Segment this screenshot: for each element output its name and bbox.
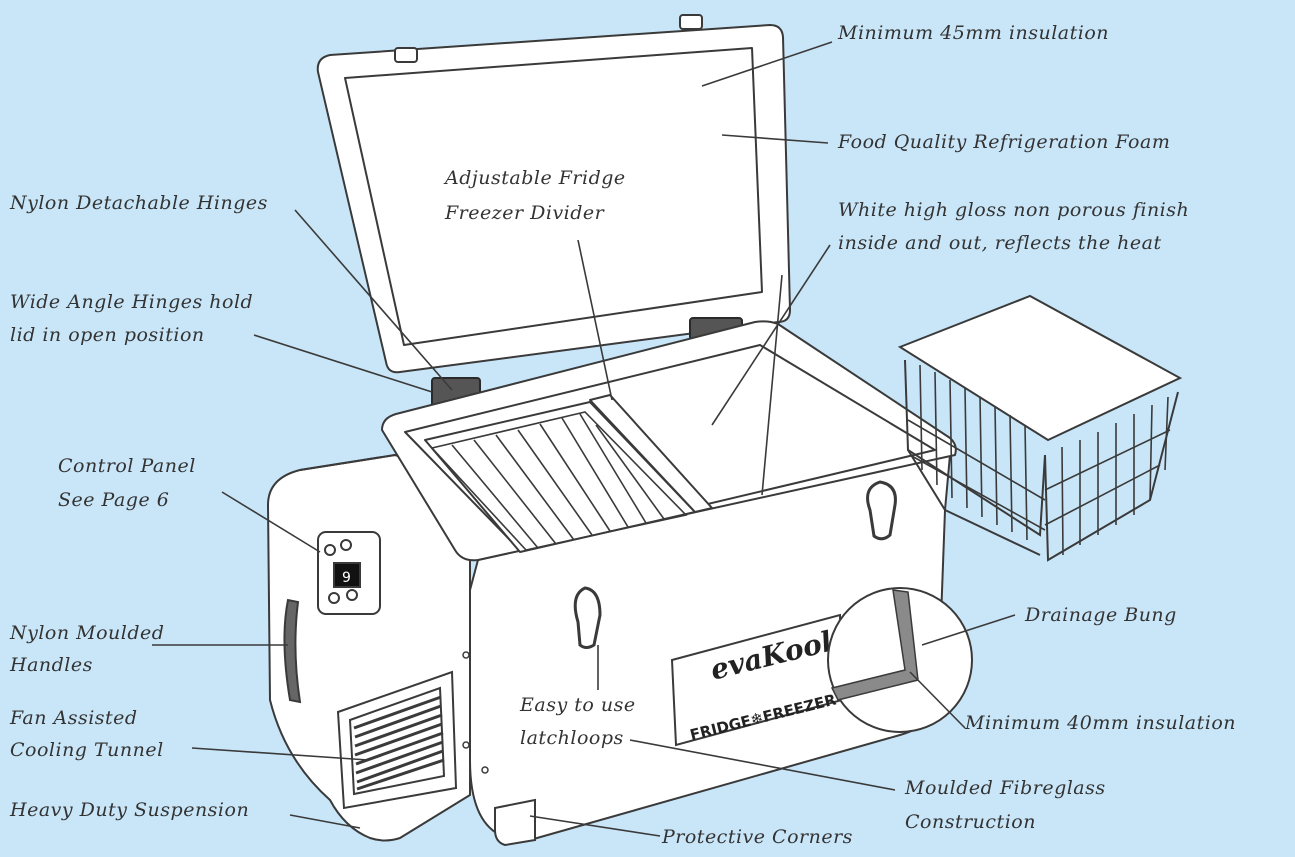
- label-latch-line2: latchloops: [520, 727, 624, 749]
- control-panel: [317, 531, 381, 615]
- label-divider-line2: Freezer Divider: [445, 202, 605, 224]
- label-control-see-page: See Page 6: [58, 489, 170, 511]
- label-latch-line1: Easy to use: [520, 694, 636, 716]
- leader-foam: [721, 134, 829, 144]
- leader-finish-2: [761, 274, 783, 496]
- leader-drainage: [921, 614, 1016, 646]
- insulation-zoom: [827, 587, 973, 733]
- label-handles-line2: Handles: [10, 654, 93, 676]
- leader-control: [221, 491, 321, 553]
- leader-fan: [191, 747, 369, 761]
- label-finish-line2: inside and out, reflects the heat: [838, 232, 1162, 254]
- label-handles-line1: Nylon Moulded: [10, 622, 165, 644]
- label-wide-angle-line2: lid in open position: [10, 324, 205, 346]
- fan-grille: [336, 670, 458, 810]
- label-insulation-40mm: Minimum 40mm insulation: [965, 712, 1236, 734]
- leader-suspension: [289, 814, 361, 829]
- body-rivets: [462, 651, 489, 774]
- leader-insulation-40: [909, 671, 966, 729]
- label-divider-line1: Adjustable Fridge: [445, 167, 626, 189]
- label-fan-line2: Cooling Tunnel: [10, 739, 164, 761]
- label-drainage-bung: Drainage Bung: [1025, 604, 1177, 626]
- protective-corner: [494, 798, 536, 847]
- leader-divider: [577, 239, 613, 401]
- label-wide-angle-line1: Wide Angle Hinges hold: [10, 291, 254, 313]
- label-fan-line1: Fan Assisted: [10, 707, 138, 729]
- leader-wide-angle: [253, 334, 433, 393]
- insulation-layer: [830, 589, 919, 701]
- leader-insulation-45: [701, 41, 833, 87]
- leader-fibreglass: [629, 739, 896, 791]
- label-finish-line1: White high gloss non porous finish: [838, 199, 1190, 221]
- leader-finish: [711, 244, 831, 426]
- fridge-body: [381, 320, 957, 841]
- leader-hinges: [294, 209, 453, 391]
- label-detachable-hinges: Nylon Detachable Hinges: [10, 192, 268, 214]
- control-display-digit: 9: [342, 570, 351, 586]
- side-handle: [283, 598, 302, 704]
- wire-basket: [897, 294, 1183, 562]
- label-fibreglass-line1: Moulded Fibreglass: [905, 777, 1106, 799]
- label-protective-corners: Protective Corners: [662, 826, 853, 848]
- leader-lines: [152, 41, 1016, 837]
- label-heavy-duty-suspension: Heavy Duty Suspension: [10, 799, 250, 821]
- leader-corners: [529, 815, 661, 837]
- fridge-basket: [430, 411, 688, 551]
- label-refrigeration-foam: Food Quality Refrigeration Foam: [838, 131, 1171, 153]
- label-fibreglass-line2: Construction: [905, 811, 1036, 833]
- label-insulation-45mm: Minimum 45mm insulation: [838, 22, 1109, 44]
- latch-loops: [573, 480, 897, 649]
- label-control-panel: Control Panel: [58, 455, 196, 477]
- fridge-lid: [316, 14, 791, 374]
